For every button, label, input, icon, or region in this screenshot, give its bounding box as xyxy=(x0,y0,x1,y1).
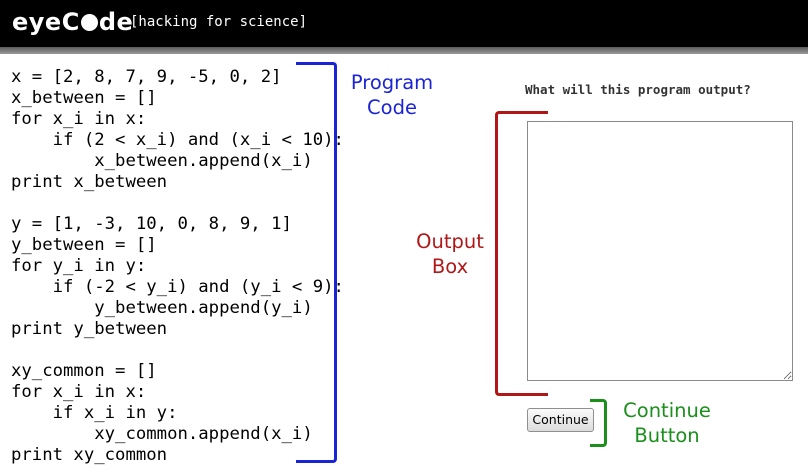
code-line: if (-2 < y_i) and (y_i < 9): xyxy=(11,277,344,297)
code-line: for y_i in y: xyxy=(11,256,147,276)
logo-eye-icon xyxy=(80,14,98,31)
question-label: What will this program output? xyxy=(525,82,751,97)
code-line: y = [1, -3, 10, 0, 8, 9, 1] xyxy=(11,214,292,234)
code-line: xy_common = [] xyxy=(11,361,157,381)
annotation-line: Continue xyxy=(623,399,711,422)
logo-text-end: de xyxy=(98,8,134,36)
code-line: print y_between xyxy=(11,319,168,339)
annotation-line: Output xyxy=(416,230,484,253)
program-code: x = [2, 8, 7, 9, -5, 0, 2]x_between = []… xyxy=(11,67,344,466)
eyecode-logo: eyeC de xyxy=(12,7,133,37)
code-line: x = [2, 8, 7, 9, -5, 0, 2] xyxy=(11,67,282,87)
program-code-annotation: Program Code xyxy=(346,70,438,120)
code-line: if x_i in y: xyxy=(11,403,178,423)
code-line: for x_i in x: xyxy=(11,109,147,129)
continue-button-annotation: Continue Button xyxy=(616,398,718,448)
logo-text-start: eyeC xyxy=(12,8,80,36)
code-line: xy_common.append(x_i) xyxy=(11,424,313,444)
output-box-bracket xyxy=(495,111,548,396)
code-line: print xy_common xyxy=(11,445,168,465)
annotation-line: Button xyxy=(634,424,700,447)
code-line: x_between.append(x_i) xyxy=(11,151,313,171)
code-line: if (2 < x_i) and (x_i < 10): xyxy=(11,130,344,150)
tagline: [hacking for science] xyxy=(130,14,308,30)
code-line: y_between = [] xyxy=(11,235,157,255)
code-line: for x_i in x: xyxy=(11,382,147,402)
annotation-line: Code xyxy=(367,96,417,119)
code-line: x_between = [] xyxy=(11,88,157,108)
header-divider xyxy=(0,47,808,54)
code-line xyxy=(11,340,344,361)
header-bar: eyeC de [hacking for science] xyxy=(0,0,808,47)
code-line: print x_between xyxy=(11,172,168,192)
annotation-line: Program xyxy=(350,71,434,94)
output-box-annotation: Output Box xyxy=(408,229,492,279)
code-line xyxy=(11,193,344,214)
continue-button-bracket xyxy=(590,399,607,447)
program-code-bracket xyxy=(296,62,337,463)
continue-button[interactable]: Continue xyxy=(527,408,594,432)
annotation-line: Box xyxy=(431,255,469,278)
output-textarea[interactable] xyxy=(527,121,793,381)
code-line: y_between.append(y_i) xyxy=(11,298,313,318)
